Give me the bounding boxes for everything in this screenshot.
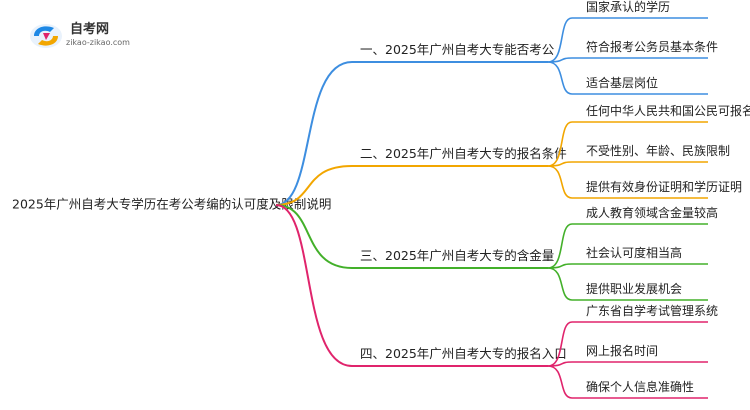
leaf-connector <box>547 361 573 367</box>
leaf-topic: 广东省自学考试管理系统 <box>586 303 718 318</box>
branch-topic: 四、2025年广州自考大专的报名入口 <box>360 346 567 361</box>
leaf-topic: 符合报考公务员基本条件 <box>586 39 718 54</box>
leaf-topic: 适合基层岗位 <box>586 75 658 90</box>
leaf-topic: 成人教育领域含金量较高 <box>586 205 718 220</box>
branch-topic: 二、2025年广州自考大专的报名条件 <box>360 146 567 161</box>
leaf-topic: 任何中华人民共和国公民可报名 <box>586 103 750 118</box>
leaf-topic: 提供有效身份证明和学历证明 <box>586 179 742 194</box>
branch-connector <box>275 204 353 269</box>
logo-url: zikao-zikao.com <box>66 38 130 47</box>
leaf-connector <box>547 17 573 63</box>
leaf-connector <box>547 365 573 399</box>
branch-topic: 三、2025年广州自考大专的含金量 <box>360 248 554 263</box>
branch-connector <box>275 204 353 367</box>
logo-name: 自考网 <box>70 22 110 37</box>
branch-connector <box>275 165 353 206</box>
root-topic: 2025年广州自考大专学历在考公考编的认可度及限制说明 <box>12 197 331 212</box>
site-logo[interactable]: 自考网 zikao-zikao.com <box>28 18 138 50</box>
leaf-topic: 社会认可度相当高 <box>586 245 682 260</box>
leaf-topic: 网上报名时间 <box>586 343 658 358</box>
branch-topic: 一、2025年广州自考大专能否考公 <box>360 42 555 57</box>
leaf-connector <box>547 165 573 199</box>
leaf-connector <box>547 61 573 95</box>
leaf-topic: 国家承认的学历 <box>586 0 670 14</box>
leaf-topic: 确保个人信息准确性 <box>586 379 694 394</box>
leaf-connector <box>547 121 573 167</box>
leaf-connector <box>547 321 573 367</box>
leaf-connector <box>547 161 573 167</box>
leaf-connector <box>547 57 573 63</box>
leaf-connector <box>547 263 573 269</box>
leaf-topic: 提供职业发展机会 <box>586 281 682 296</box>
leaf-connector <box>547 267 573 301</box>
logo-emblem-icon <box>30 24 62 48</box>
branch-connector <box>275 61 353 206</box>
leaf-topic: 不受性别、年龄、民族限制 <box>586 144 730 158</box>
leaf-connector <box>547 223 573 269</box>
